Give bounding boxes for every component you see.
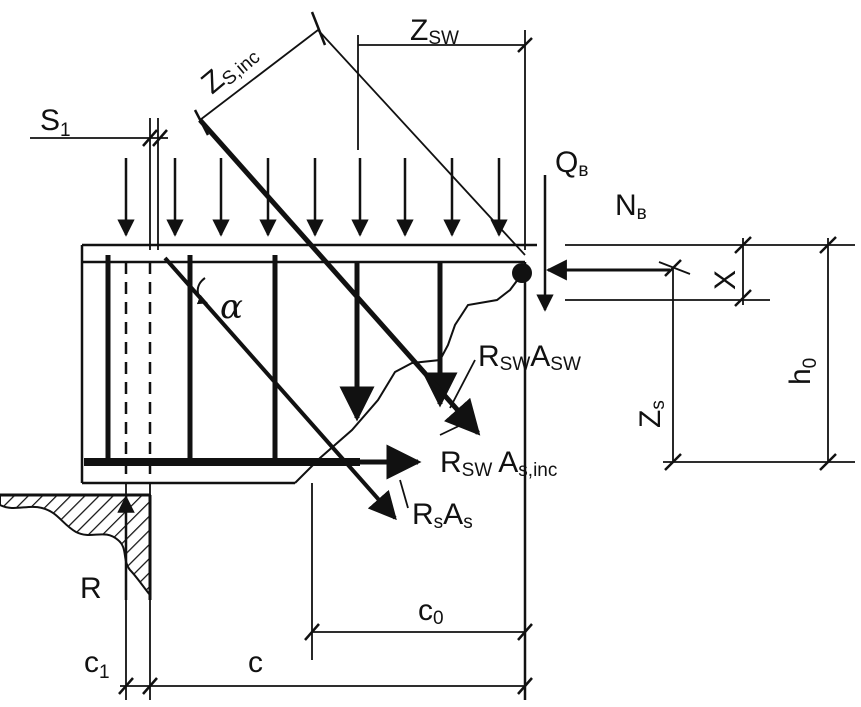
- dimension-lines: [30, 11, 855, 700]
- distributed-load-arrows: [117, 158, 508, 237]
- label-c1: c1: [84, 646, 110, 683]
- stirrup-force-arrows: [339, 262, 458, 422]
- inclined-bar-upper: [198, 118, 481, 436]
- compression-point: [512, 263, 532, 283]
- crack-line: [294, 273, 523, 484]
- stirrups: [105, 255, 278, 465]
- label-alpha: α: [220, 287, 243, 327]
- label-s1: S1: [40, 104, 71, 141]
- label-z-s: Zs: [634, 400, 669, 428]
- label-z-s-inc: ZS,inc: [195, 36, 264, 102]
- label-h0: h0: [784, 358, 821, 385]
- label-c0: c0: [418, 594, 444, 629]
- label-z-sw: ZSW: [410, 14, 459, 49]
- dashed-stirrups: [124, 262, 152, 483]
- support: [0, 493, 152, 600]
- label-n-b: Nв: [615, 189, 647, 224]
- label-q-b: Qв: [555, 146, 588, 181]
- alpha-arc: [196, 277, 208, 305]
- label-rs-as: RsAs: [412, 498, 473, 533]
- label-r: R: [80, 572, 102, 605]
- label-rsw-asw: RSWASW: [478, 340, 581, 375]
- label-c: c: [248, 646, 263, 679]
- label-x: X: [709, 270, 742, 290]
